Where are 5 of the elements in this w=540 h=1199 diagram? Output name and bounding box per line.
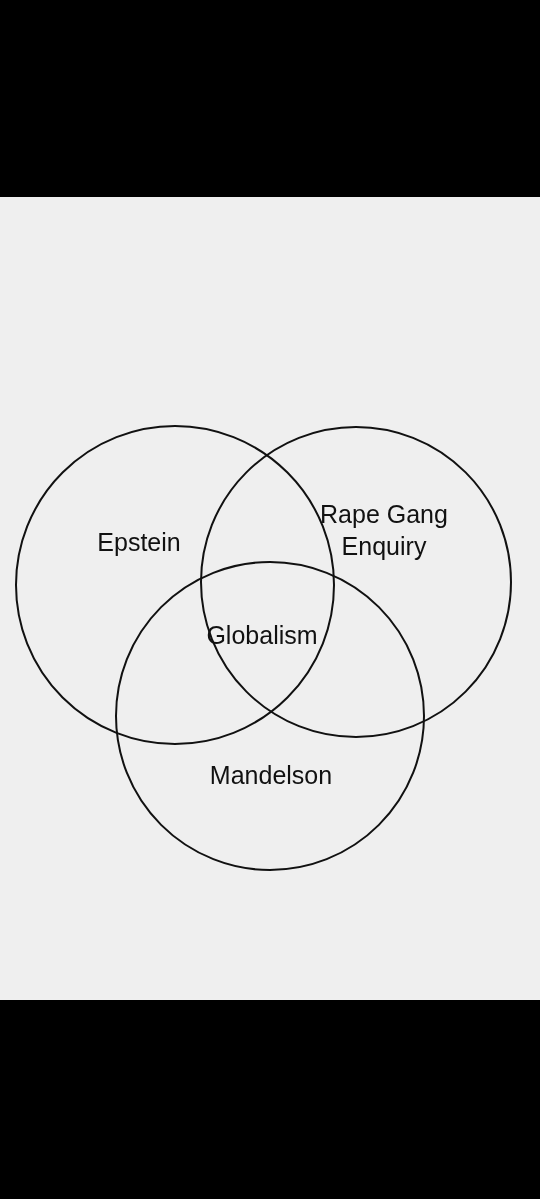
set-label: Rape Gang Enquiry [319,499,449,562]
set-label: Epstein [96,527,182,558]
venn-circle [200,426,512,738]
venn-circle [115,561,425,871]
set-label: Mandelson [208,760,334,791]
